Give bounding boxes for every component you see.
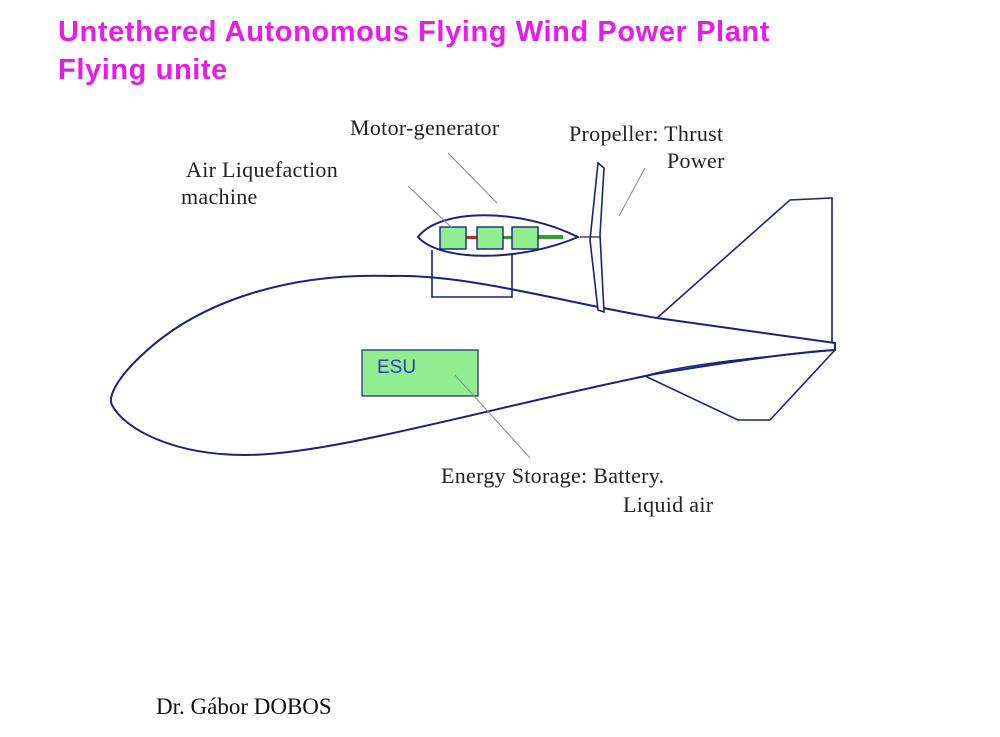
label-air-liquefaction: Air Liquefaction: [186, 157, 339, 182]
label-propeller: Propeller: Thrust: [569, 121, 724, 146]
shaft-link: [503, 236, 513, 239]
shaft: [538, 235, 563, 239]
leader-propeller: [618, 167, 646, 217]
nacelle-pylon: [431, 250, 513, 298]
air-liquefaction-box: [439, 226, 467, 250]
motor-generator-box: [511, 226, 539, 250]
leader-motor-generator: [447, 152, 498, 204]
label-liquid-air: Liquid air: [623, 492, 714, 517]
label-air-liquefaction-2: machine: [181, 184, 258, 209]
intermediate-box: [476, 226, 504, 250]
label-energy-storage: Energy Storage: Battery.: [441, 463, 665, 488]
horizontal-stabilizer: [642, 349, 836, 421]
label-propeller-power: Power: [667, 148, 725, 173]
page-title: Untethered Autonomous Flying Wind Power …: [58, 16, 770, 48]
coupling: [465, 236, 477, 239]
esu-box: [361, 349, 479, 397]
author-credit: Dr. Gábor DOBOS: [156, 694, 332, 719]
leader-energy-storage: [454, 374, 531, 459]
label-motor-generator: Motor-generator: [350, 115, 500, 140]
vertical-tail: [656, 197, 833, 343]
esu-label: ESU: [377, 357, 417, 378]
leader-air-liquefaction: [407, 185, 453, 229]
page-subtitle: Flying unite: [58, 54, 228, 86]
